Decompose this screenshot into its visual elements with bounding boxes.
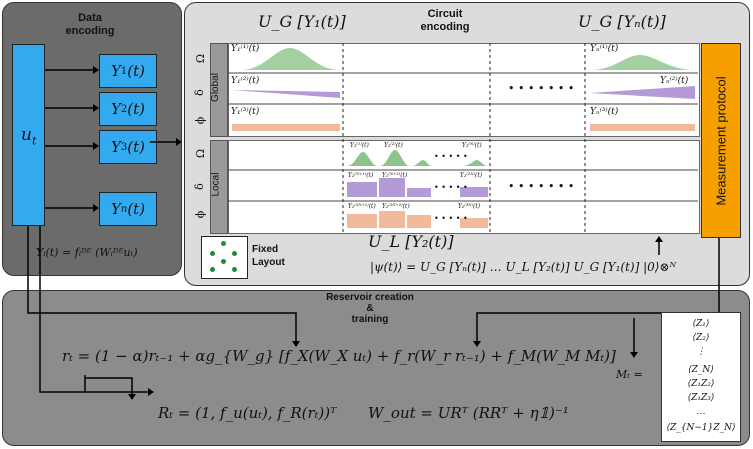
- reservoir-panel: [2, 290, 750, 446]
- global-delta-curve-left: [232, 90, 340, 98]
- local-ellipsis-1: • • • • •: [434, 152, 468, 161]
- atom-dot: [210, 251, 215, 256]
- global-label-right-1: Yₙ⁽¹⁾(t): [590, 44, 619, 54]
- local-ellipsis: • • • • • • •: [508, 180, 575, 193]
- circuit-title: Circuit encoding: [420, 8, 470, 33]
- input-label: ut: [21, 125, 36, 147]
- measurement-protocol-box: Measurement protocol: [701, 43, 741, 238]
- mt-item: ⟨Z₁Z₂⟩: [687, 379, 715, 389]
- mt-item: …: [696, 407, 706, 417]
- atom-dot: [232, 267, 237, 272]
- local-label-2-2: Y₂⁽ᴺ⁺²⁾(t): [382, 172, 408, 179]
- global-label-right-3: Yₙ⁽³⁾(t): [590, 107, 619, 117]
- input-symbol: u: [21, 125, 32, 145]
- local-label-2-1: Y₂⁽ᴺ⁺¹⁾(t): [348, 172, 374, 179]
- mt-item: ⟨Z_N⟩: [688, 365, 714, 375]
- local-omega-bump-4: [462, 160, 488, 166]
- reservoir-title: Reservoir creation & training: [326, 292, 414, 325]
- readout-weights-equation: W_out = URᵀ (RRᵀ + η𝟙)⁻¹: [368, 404, 569, 422]
- local-label-3-2: Y₂⁽²ᴺ⁺²⁾(t): [382, 203, 410, 210]
- atom-dot: [221, 259, 226, 264]
- global-phi-bar-right: [590, 124, 695, 131]
- encoding-title: Data encoding: [65, 12, 115, 37]
- local-delta-bar-2: [379, 178, 405, 197]
- measurement-vector: ⟨Z₁⟩ ⟨Z₂⟩ ⋮ ⟨Z_N⟩ ⟨Z₁Z₂⟩ ⟨Z₁Z₃⟩ … ⟨Z_{N−…: [661, 312, 741, 442]
- ug-left-label: U_G [Y₁(t)]: [258, 12, 346, 31]
- local-phi-bar-4: [460, 218, 488, 228]
- mt-item: ⟨Z₁⟩: [692, 319, 710, 329]
- local-delta-bar-1: [347, 182, 377, 197]
- global-label-left-2: Y₁⁽²⁾(t): [231, 76, 260, 86]
- local-label-2-n: Y₂⁽²ᴺ⁾(t): [460, 172, 483, 179]
- global-strip: Global: [210, 43, 228, 137]
- local-strip: Local: [210, 140, 228, 234]
- input-subscript: t: [31, 134, 37, 148]
- atom-dot: [210, 267, 215, 272]
- local-omega-bump-3: [412, 160, 432, 166]
- global-ellipsis: • • • • • • •: [508, 82, 575, 95]
- local-ellipsis-2: • • • • •: [434, 183, 468, 192]
- local-label-1-2: Y₂⁽²⁾(t): [384, 142, 403, 149]
- local-label-1-n: Y₂⁽ᴺ⁾(t): [462, 142, 482, 149]
- local-delta-bar-4: [460, 187, 488, 197]
- local-label-3-n: Y₂⁽³ᴺ⁾(t): [458, 203, 481, 210]
- mt-item: ⟨Z_{N−1}Z_N⟩: [666, 423, 736, 433]
- local-label-3-1: Y₂⁽²ᴺ⁺¹⁾(t): [348, 203, 376, 210]
- local-label-1-1: Y₂⁽¹⁾(t): [350, 142, 369, 149]
- state-formula: |ψ(t)⟩ = U_G [Yₙ(t)] … U_L [Y₂(t)] U_G […: [370, 260, 677, 274]
- local-omega-bump-1: [347, 152, 378, 166]
- local-phi-bar-3: [407, 215, 431, 228]
- encoding-formula: Yᵢ(t) = fᵢᴰᴱ (Wᵢᴰᴱuₜ): [36, 246, 138, 259]
- global-omega-curve-right: [590, 55, 695, 70]
- measurement-label: Measurement protocol: [713, 75, 729, 206]
- ul-label: U_L [Y₂(t)]: [368, 232, 454, 251]
- fixed-layout-icon: [201, 236, 248, 279]
- local-ellipsis-3: • • • • •: [434, 214, 468, 223]
- local-delta-bar-3: [407, 188, 431, 197]
- fixed-layout-label: Fixed Layout: [252, 244, 285, 268]
- atom-dot: [232, 251, 237, 256]
- input-box: ut: [12, 44, 45, 226]
- mt-item: ⋮: [696, 347, 706, 357]
- measurement-vector-label: Mₜ =: [616, 368, 643, 381]
- global-delta-curve-right: [590, 86, 695, 99]
- feature-vector-equation: Rₜ = (1, f_u(uₜ), f_R(rₜ))ᵀ: [158, 404, 337, 422]
- local-phi-bar-2: [379, 211, 405, 228]
- local-omega-bump-2: [380, 150, 410, 166]
- global-label-left-3: Y₁⁽³⁾(t): [231, 107, 260, 117]
- global-label-left-1: Y₁⁽¹⁾(t): [231, 44, 260, 54]
- reservoir-update-equation: rₜ = (1 − α)rₜ₋₁ + αg_{W_g} [f_X(W_X uₜ)…: [62, 347, 616, 365]
- mt-item: ⟨Z₂⟩: [692, 333, 710, 343]
- global-label-right-2: Yₙ⁽²⁾(t): [660, 76, 689, 86]
- mt-item: ⟨Z₁Z₃⟩: [687, 393, 715, 403]
- atom-dot: [221, 241, 226, 246]
- global-omega-curve-left: [240, 48, 340, 70]
- local-phi-bar-1: [347, 214, 377, 228]
- ug-right-label: U_G [Yₙ(t)]: [578, 12, 666, 31]
- global-phi-bar-left: [232, 124, 340, 131]
